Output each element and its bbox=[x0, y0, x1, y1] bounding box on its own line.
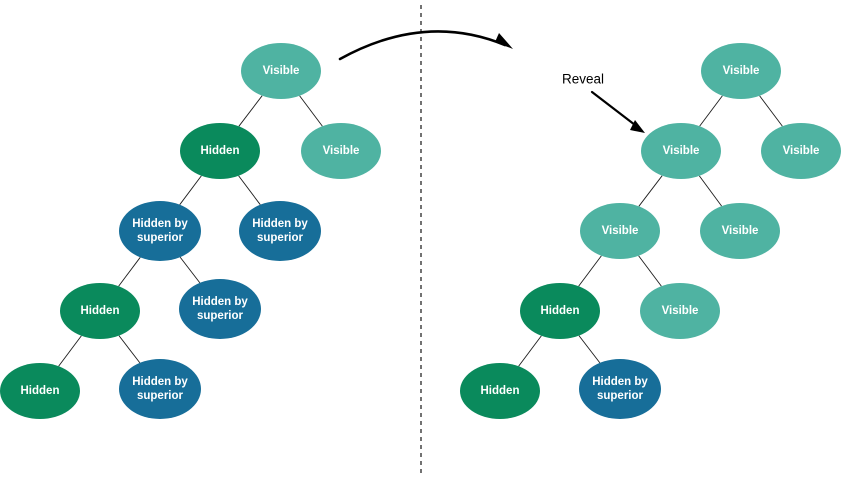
reveal-arrow bbox=[590, 90, 641, 130]
node-ellipse[interactable] bbox=[640, 283, 720, 339]
node-ellipse[interactable] bbox=[460, 363, 540, 419]
tree-edge bbox=[238, 95, 263, 127]
tree-node-hidden[interactable]: Hidden bbox=[460, 363, 540, 419]
tree-node-visible[interactable]: Visible bbox=[580, 203, 660, 259]
tree-edge bbox=[118, 335, 141, 364]
tree-edge bbox=[759, 95, 783, 127]
reveal-arrow-head-icon bbox=[630, 120, 645, 133]
node-ellipse[interactable] bbox=[301, 123, 381, 179]
tree-edge bbox=[578, 255, 602, 287]
tree-node-visible[interactable]: Visible bbox=[701, 43, 781, 99]
tree-edge bbox=[638, 175, 663, 207]
tree-edge bbox=[518, 335, 542, 367]
tree-edge bbox=[698, 175, 723, 207]
tree-edge bbox=[179, 175, 202, 205]
node-ellipse[interactable] bbox=[761, 123, 841, 179]
node-ellipse[interactable] bbox=[119, 201, 201, 261]
right-tree-edges bbox=[518, 95, 783, 367]
tree-edge bbox=[299, 95, 323, 127]
tree-edge bbox=[58, 335, 82, 367]
left-tree-edges bbox=[58, 95, 323, 367]
tree-node-hidden[interactable]: Hidden bbox=[0, 363, 80, 419]
tree-node-hidden[interactable]: Hidden bbox=[520, 283, 600, 339]
node-ellipse[interactable] bbox=[700, 203, 780, 259]
tree-edge bbox=[238, 175, 261, 205]
node-ellipse[interactable] bbox=[241, 43, 321, 99]
transform-arrow bbox=[338, 30, 507, 61]
node-ellipse[interactable] bbox=[580, 203, 660, 259]
node-ellipse[interactable] bbox=[579, 359, 661, 419]
node-ellipse[interactable] bbox=[520, 283, 600, 339]
node-ellipse[interactable] bbox=[60, 283, 140, 339]
node-ellipse[interactable] bbox=[701, 43, 781, 99]
tree-node-visible[interactable]: Visible bbox=[761, 123, 841, 179]
tree-node-visible[interactable]: Visible bbox=[700, 203, 780, 259]
tree-node-visible[interactable]: Visible bbox=[301, 123, 381, 179]
tree-node-visible[interactable]: Visible bbox=[641, 123, 721, 179]
node-ellipse[interactable] bbox=[0, 363, 80, 419]
tree-edge bbox=[578, 335, 601, 364]
tree-edge bbox=[179, 256, 201, 284]
transform-arrow-head-icon bbox=[495, 33, 513, 49]
tree-node-visible[interactable]: Visible bbox=[241, 43, 321, 99]
tree-edge bbox=[118, 257, 141, 287]
tree-edge bbox=[638, 255, 662, 287]
tree-node-visible[interactable]: Visible bbox=[640, 283, 720, 339]
tree-node-hidden[interactable]: Hidden bbox=[60, 283, 140, 339]
tree-node-hidden[interactable]: Hidden bbox=[180, 123, 260, 179]
node-ellipse[interactable] bbox=[179, 279, 261, 339]
node-ellipse[interactable] bbox=[641, 123, 721, 179]
node-ellipse[interactable] bbox=[239, 201, 321, 261]
node-ellipse[interactable] bbox=[180, 123, 260, 179]
annotations-layer: Reveal bbox=[338, 5, 645, 476]
tree-edge bbox=[699, 95, 723, 127]
reveal-label: Reveal bbox=[562, 72, 604, 87]
node-ellipse[interactable] bbox=[119, 359, 201, 419]
